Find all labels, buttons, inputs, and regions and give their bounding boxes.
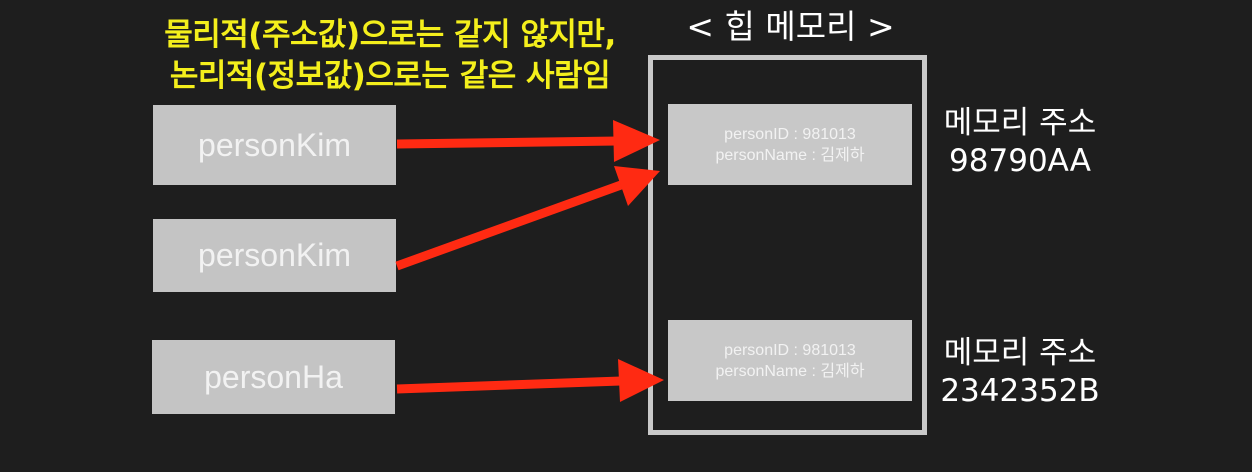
memory-address-1: 메모리 주소 98790AA bbox=[925, 104, 1115, 180]
arrow-head bbox=[613, 120, 660, 162]
caption-line-2: 논리적(정보값)으로는 같은 사람임 bbox=[169, 58, 611, 94]
memory-address-label: 메모리 주소 bbox=[943, 335, 1097, 371]
arrow-shaft bbox=[396, 136, 619, 149]
reference-label: personKim bbox=[198, 237, 351, 273]
memory-address-2: 메모리 주소 2342352B bbox=[925, 334, 1115, 410]
object-person-id: personID : 981013 bbox=[724, 341, 856, 359]
memory-address-value: 2342352B bbox=[940, 373, 1100, 409]
memory-address-label: 메모리 주소 bbox=[943, 105, 1097, 141]
reference-box-person-ha: personHa bbox=[152, 340, 395, 414]
heap-memory-frame bbox=[648, 55, 927, 435]
heap-memory-title: < 힙 메모리 > bbox=[686, 7, 895, 46]
arrow-ha-to-object-2 bbox=[396, 359, 664, 402]
arrow-kim-1-to-object-1 bbox=[396, 120, 660, 162]
memory-address-value: 98790AA bbox=[949, 143, 1091, 179]
reference-label: personKim bbox=[198, 126, 351, 163]
arrow-kim-2-to-object-1 bbox=[395, 166, 660, 271]
reference-label: personHa bbox=[204, 358, 343, 395]
object-person-name: personName : 김제하 bbox=[715, 362, 865, 380]
arrow-head bbox=[618, 359, 664, 402]
heap-object-1: personID : 981013 personName : 김제하 bbox=[668, 104, 912, 185]
object-person-name: personName : 김제하 bbox=[715, 146, 865, 164]
reference-box-person-kim-1: personKim bbox=[153, 105, 396, 185]
object-person-id: personID : 981013 bbox=[724, 125, 856, 143]
arrow-shaft bbox=[395, 180, 623, 271]
heap-object-2: personID : 981013 personName : 김제하 bbox=[668, 320, 912, 401]
caption-line-1: 물리적(주소값)으로는 같지 않지만, bbox=[164, 17, 616, 53]
arrow-shaft bbox=[396, 376, 622, 394]
arrow-head bbox=[614, 166, 660, 206]
reference-box-person-kim-2: personKim bbox=[153, 219, 396, 292]
